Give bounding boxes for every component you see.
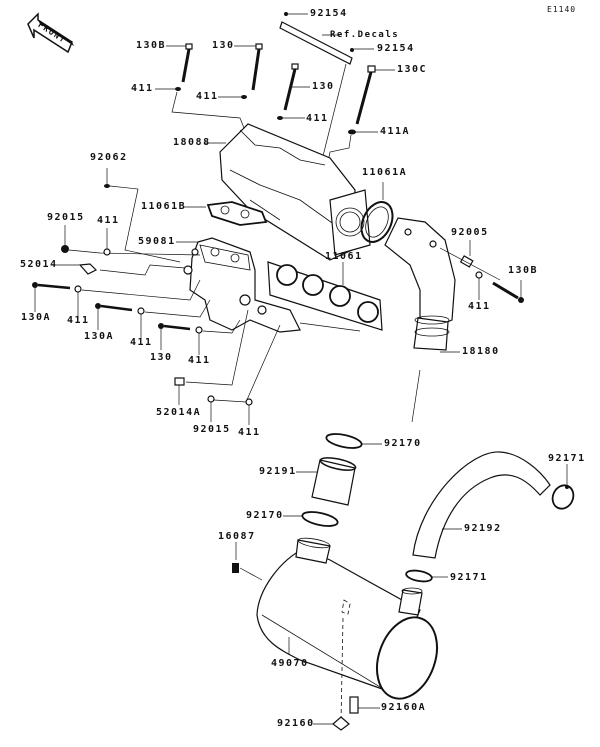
part-label-411[interactable]: 411 <box>188 355 211 366</box>
bolt-130c <box>355 65 395 125</box>
part-label-92171[interactable]: 92171 <box>548 453 586 464</box>
part-label-411[interactable]: 411 <box>97 215 120 226</box>
gasket-11061b <box>184 201 268 226</box>
label-92160a <box>349 696 380 714</box>
muffler-49070 <box>256 537 438 723</box>
part-label-ref-decals[interactable]: Ref.Decals <box>330 30 400 40</box>
part-label-130c[interactable]: 130C <box>397 64 428 75</box>
part-label-92062[interactable]: 92062 <box>90 152 128 163</box>
part-label-49070[interactable]: 49070 <box>271 658 309 669</box>
washer-411 <box>175 87 181 91</box>
part-label-130b[interactable]: 130B <box>508 265 539 276</box>
exhaust-elbow-18180 <box>384 217 460 423</box>
bolt-130b-right <box>492 280 524 303</box>
label-92160 <box>313 716 350 731</box>
part-label-92154[interactable]: 92154 <box>310 8 348 19</box>
bolt-130b-top <box>166 43 193 83</box>
bolt-130a-1 <box>32 279 201 318</box>
part-label-130a[interactable]: 130A <box>84 331 115 342</box>
hose-92191 <box>296 457 357 506</box>
plug-16087 <box>232 542 263 581</box>
part-label-11061a[interactable]: 11061A <box>362 167 408 178</box>
front-arrow-icon <box>27 12 74 54</box>
part-label-92192[interactable]: 92192 <box>464 523 502 534</box>
part-label-92154[interactable]: 92154 <box>377 43 415 54</box>
part-label-16087[interactable]: 16087 <box>218 531 256 542</box>
plug-92015-low <box>207 395 215 403</box>
part-label-411a[interactable]: 411A <box>380 126 411 137</box>
part-label-92005[interactable]: 92005 <box>451 227 489 238</box>
part-label-92160a[interactable]: 92160A <box>381 702 427 713</box>
part-label-92170[interactable]: 92170 <box>384 438 422 449</box>
part-label-92171[interactable]: 92171 <box>450 572 488 583</box>
part-label-18180[interactable]: 18180 <box>462 346 500 357</box>
part-label-411[interactable]: 411 <box>468 301 491 312</box>
diagram-code: E1140 <box>547 5 577 14</box>
part-label-18088[interactable]: 18088 <box>173 137 211 148</box>
part-label-92015[interactable]: 92015 <box>193 424 231 435</box>
clamp-92170-lower <box>283 511 339 527</box>
hose-92192 <box>412 451 551 559</box>
part-label-92015[interactable]: 92015 <box>47 212 85 223</box>
exhaust-manifold-59081 <box>176 237 301 333</box>
part-label-411[interactable]: 411 <box>306 113 329 124</box>
part-label-411[interactable]: 411 <box>131 83 154 94</box>
washer-411 <box>241 95 247 99</box>
part-label-52014[interactable]: 52014 <box>20 259 58 270</box>
part-label-411[interactable]: 411 <box>130 337 153 348</box>
bolt-130-top <box>234 43 263 91</box>
bolt-130-mid <box>283 63 310 111</box>
washer-411 <box>475 271 483 279</box>
part-label-92160[interactable]: 92160 <box>277 718 315 729</box>
fitting-92005 <box>439 240 501 281</box>
part-label-52014a[interactable]: 52014A <box>156 407 202 418</box>
bolt-130a-2 <box>95 299 211 340</box>
part-label-59081[interactable]: 59081 <box>138 236 176 247</box>
clamp-92171-lower <box>405 569 448 583</box>
part-label-11061[interactable]: 11061 <box>325 251 363 262</box>
part-label-130b[interactable]: 130B <box>136 40 167 51</box>
part-label-11061b[interactable]: 11061B <box>141 201 187 212</box>
part-label-92170[interactable]: 92170 <box>246 510 284 521</box>
washer-411a <box>348 129 356 135</box>
part-label-130[interactable]: 130 <box>212 40 235 51</box>
clamp-92171-right <box>551 464 575 510</box>
sensor-52014a <box>174 309 249 405</box>
clamp-92170-upper <box>325 433 382 449</box>
decal-strip <box>279 12 374 161</box>
part-label-130[interactable]: 130 <box>150 352 173 363</box>
exhaust-pipe-18088 <box>204 123 371 261</box>
gasket-11061 <box>267 261 383 332</box>
part-label-411[interactable]: 411 <box>196 91 219 102</box>
plug-92015 <box>61 245 69 253</box>
sensor-52014 <box>56 263 186 276</box>
part-label-92191[interactable]: 92191 <box>259 466 297 477</box>
bolt-130-low <box>158 319 241 355</box>
part-label-411[interactable]: 411 <box>238 427 261 438</box>
plug-92062 <box>104 168 181 263</box>
part-label-411[interactable]: 411 <box>67 315 90 326</box>
gasket-11061a <box>360 182 394 243</box>
washer-411 <box>103 248 111 256</box>
part-label-130a[interactable]: 130A <box>21 312 52 323</box>
washer-411 <box>277 116 283 120</box>
part-label-130[interactable]: 130 <box>312 81 335 92</box>
